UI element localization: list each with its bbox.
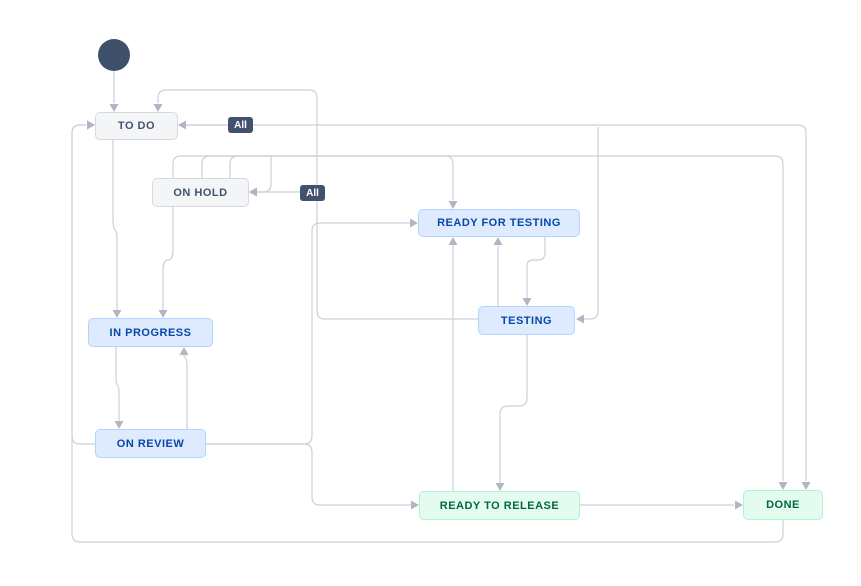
arrowhead-icon [493,237,503,245]
arrowhead-icon [114,421,124,429]
arrowhead-icon [87,120,95,130]
status-node-on-hold[interactable]: ON HOLD [152,178,249,207]
arrowhead-icon [158,310,168,318]
status-node-in-progress[interactable]: IN PROGRESS [88,318,213,347]
edge-onreview-to-inprogress [183,355,188,429]
arrowhead-icon [249,187,257,197]
arrowhead-icon [179,347,189,355]
edge-onhold-to-inprogress [162,207,174,310]
edge-inprogress-to-onreview [115,347,120,421]
edge-readyfortesting-to-testing [526,237,546,298]
edge-corridor-to-testing [584,127,599,320]
edge-todo-to-done [186,124,807,481]
arrowhead-icon [448,201,458,209]
status-node-on-review[interactable]: ON REVIEW [95,429,206,458]
arrowhead-icon [448,237,458,245]
edge-done-to-todo [71,124,784,543]
status-node-ready-to-release[interactable]: READY TO RELEASE [419,491,580,520]
edge-todo-to-inprogress [112,140,118,310]
status-node-ready-for-testing[interactable]: READY FOR TESTING [418,209,580,237]
edge-corridor-to-onhold [257,156,272,193]
arrowhead-icon [495,483,505,491]
arrowhead-icon [778,482,788,490]
edge-testing-to-readytorelease [499,335,528,483]
arrowhead-icon [112,310,122,318]
edge-onhold-corridor-stub [229,155,330,178]
status-node-to-do[interactable]: TO DO [95,112,178,140]
all-transition-badge[interactable]: All [300,185,325,201]
edge-onreview-to-readyfortesting [206,222,410,445]
arrowhead-icon [801,482,811,490]
edge-onhold-to-done [201,155,784,481]
arrowhead-icon [178,120,186,130]
edge-testing-to-todo [157,89,478,320]
arrowhead-icon [735,500,743,510]
arrowhead-icon [576,314,584,324]
all-transition-badge[interactable]: All [228,117,253,133]
start-node[interactable] [98,39,130,71]
arrowhead-icon [411,500,419,510]
arrowhead-icon [153,104,163,112]
status-node-testing[interactable]: TESTING [478,306,575,335]
edge-onreview-to-todo [71,124,95,445]
status-node-done[interactable]: DONE [743,490,823,520]
arrowhead-icon [410,218,418,228]
arrowhead-icon [109,104,119,112]
edge-onreview-to-readytorelease [206,443,411,506]
arrowhead-icon [522,298,532,306]
